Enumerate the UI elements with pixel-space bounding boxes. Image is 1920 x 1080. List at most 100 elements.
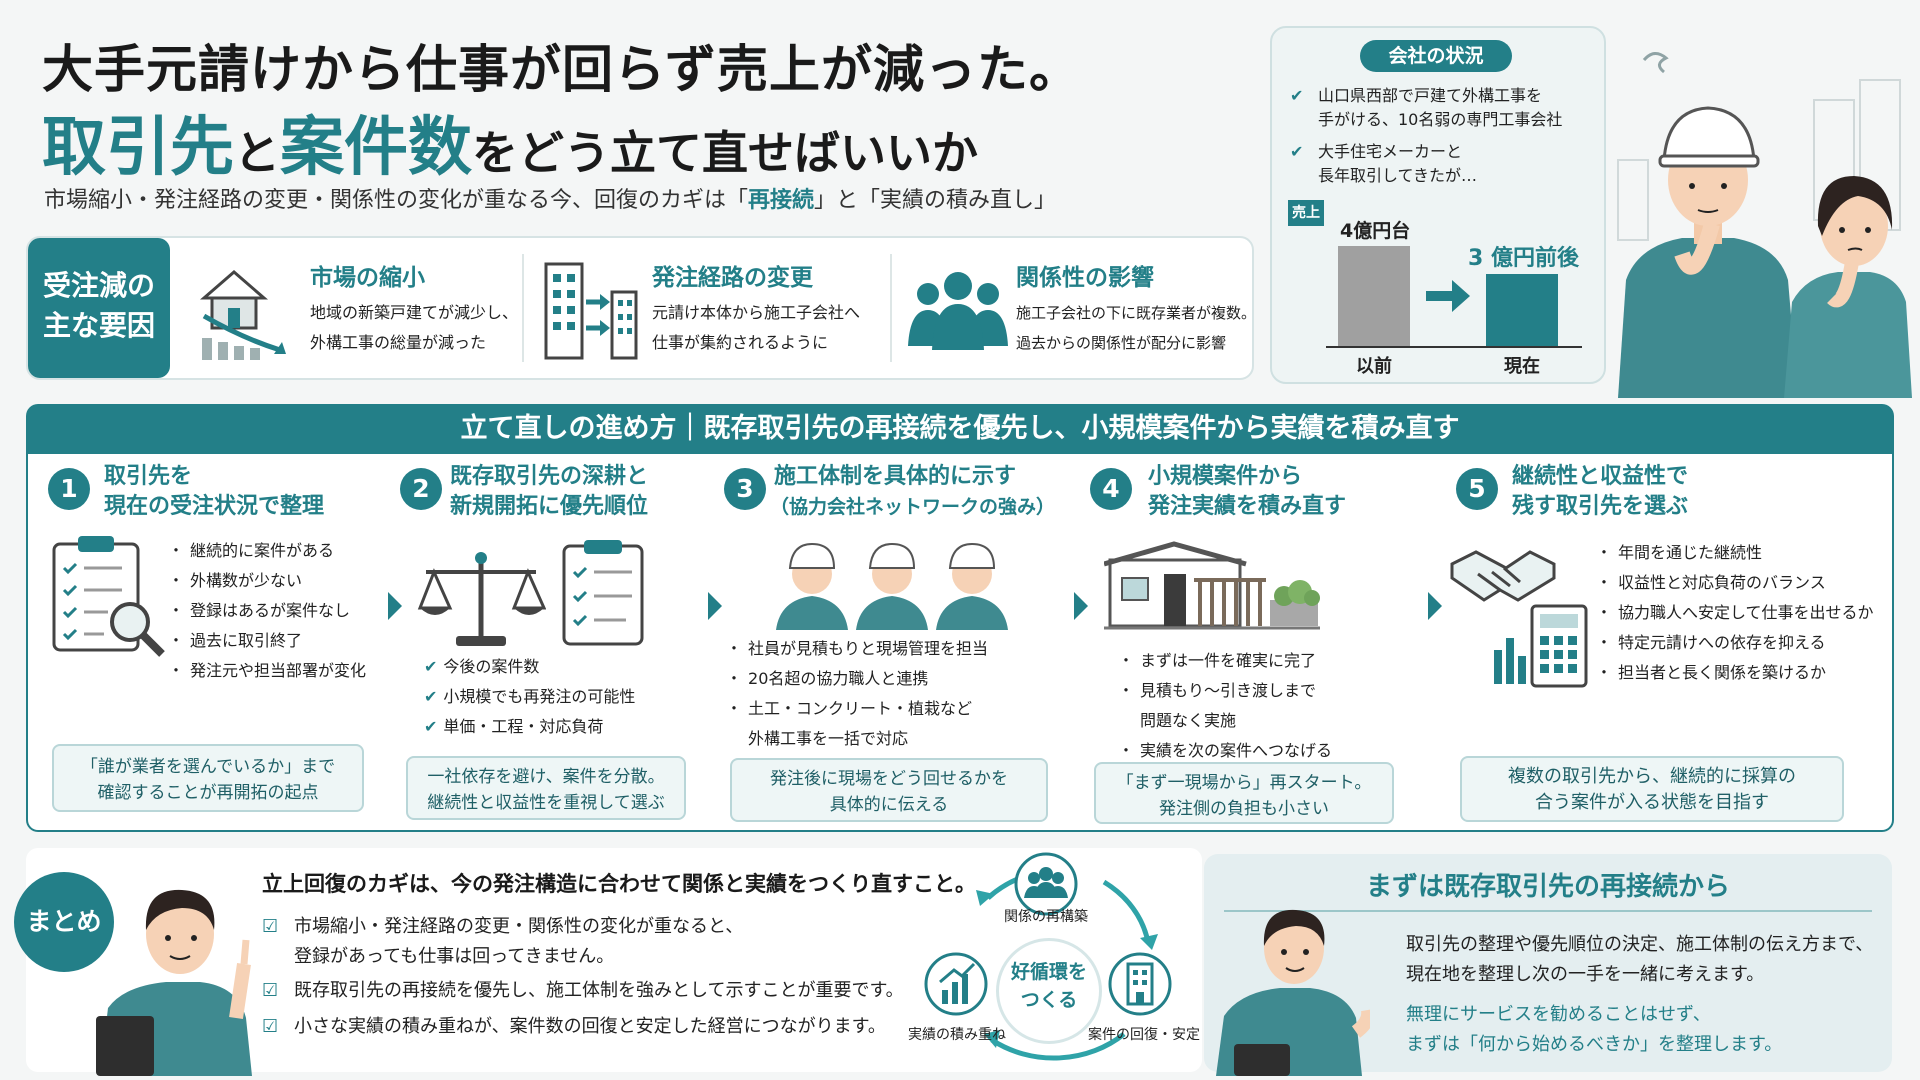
cta-line4: まずは「何から始めるべきか」を整理します。	[1406, 1034, 1783, 1055]
list-item: ・外構数が少ない	[168, 566, 366, 596]
list-item: ・ 20名超の協力職人と連携	[726, 664, 988, 694]
subtitle-before: 市場縮小・発注経路の変更・関係性の変化が重なる今、回復のカギは「	[44, 188, 749, 213]
bullet-dot: ・	[168, 571, 185, 590]
bullet-dot: ・	[1596, 663, 1613, 682]
factor-divider-2	[890, 254, 892, 362]
step1-bullet-list: ・継続的に案件がある・外構数が少ない・登録はあるが案件なし・過去に取引終了・発注…	[168, 536, 366, 686]
summary-headline: 立上回復のカギは、今の発注構造に合わせて関係と実績をつくり直すこと。	[262, 872, 976, 896]
step1-note-line1: 「誰が業者を選んでいるか」まで	[80, 757, 336, 777]
arrow-right-icon	[1426, 280, 1470, 312]
cycle-label-left: 実績の積み重ね	[908, 1027, 1006, 1043]
step4-number: 4	[1090, 468, 1132, 510]
status-item2-line2: 長年取引してきたが…	[1318, 166, 1478, 185]
list-item-text: 継続的に案件がある	[190, 541, 335, 560]
bullet-dot: ・	[168, 601, 185, 620]
status-item2-line1: 大手住宅メーカーと	[1318, 142, 1463, 161]
handshake-icon	[1450, 550, 1556, 602]
factor-relation-title: 関係性の影響	[1016, 265, 1154, 291]
list-item-text: 外構工事を一括で対応	[748, 729, 909, 748]
factor-market-line1: 地域の新築戸建てが減少し、	[310, 303, 519, 322]
list-item: ・発注元や担当部署が変化	[168, 656, 366, 686]
decline-factors-label-line1: 受注減の	[42, 269, 155, 302]
cycle-label-top: 関係の再構築	[1004, 909, 1088, 925]
summary-point1-line1: 市場縮小・発注経路の変更・関係性の変化が重なると、	[294, 916, 744, 937]
step4-bullet-list: ・まずは一件を確実に完了・見積もり～引き渡しまで・問題なく実施・実績を次の案件へ…	[1118, 646, 1332, 766]
check-icon: ✔	[424, 687, 438, 706]
step4-note: 「まず一現場から」再スタート。発注側の負担も小さい	[1094, 762, 1394, 824]
cta-line1: 取引先の整理や優先順位の決定、施工体制の伝え方まで、	[1406, 934, 1874, 955]
step1-note-line2: 確認することが再開拓の起点	[97, 783, 319, 803]
list-item-text: 小規模でも再発注の可能性	[443, 687, 636, 706]
step1-title-line2: 現在の受注状況で整理	[104, 494, 325, 519]
list-item-text: 過去に取引終了	[190, 631, 303, 650]
after-value: 3 億円前後	[1468, 246, 1579, 271]
chart-baseline	[1326, 346, 1582, 348]
step3-title-line1: 施工体制を具体的に示す	[774, 464, 1017, 489]
cycle-center-circle	[996, 938, 1102, 1044]
subtitle-emphasis: 再接続	[748, 188, 815, 213]
step4-title-line1: 小規模案件から	[1148, 464, 1303, 489]
list-item: ✔単価・工程・対応負荷	[424, 712, 635, 742]
step5-number: 5	[1456, 468, 1498, 510]
list-item: ✔ 小規模でも再発注の可能性	[424, 682, 635, 712]
list-item-text: 問題なく実施	[1140, 711, 1237, 730]
list-item-text: 20名超の協力職人と連携	[748, 669, 929, 688]
summary-point2: 既存取引先の再接続を優先し、施工体制を強みとして示すことが重要です。	[294, 980, 904, 1001]
step2-number: 2	[400, 468, 442, 510]
headline-line1: 大手元請けから仕事が回らず売上が減った。	[42, 41, 1081, 100]
cta-line3: 無理にサービスを勧めることはせず、	[1406, 1004, 1711, 1025]
before-value: 4億円台	[1340, 220, 1411, 242]
list-item-text: 今後の案件数	[443, 657, 540, 676]
step3-number: 3	[724, 468, 766, 510]
step-arrow-icon	[1428, 592, 1442, 620]
bullet-dot: ・	[726, 639, 743, 658]
decline-factors-label-line2: 主な要因	[42, 309, 155, 342]
bullet-dot: ・	[168, 631, 185, 650]
bullet-dot: ・	[726, 669, 743, 688]
bullet-dot: ・	[1118, 741, 1135, 760]
list-item-text: 見積もり～引き渡しまで	[1140, 681, 1317, 700]
step2-title-line1: 既存取引先の深耕と	[450, 464, 649, 489]
check-icon: ☑	[262, 980, 279, 1001]
virtuous-cycle-diagram	[924, 852, 1172, 1061]
step5-note-line1: 複数の取引先から、継続的に採算の	[1508, 766, 1796, 787]
headline-line2: 取引先と案件数をどう立て直せばいいか	[42, 96, 978, 188]
list-item: ・登録はあるが案件なし	[168, 596, 366, 626]
list-item: ・担当者と長く関係を築けるか	[1596, 658, 1874, 688]
cta-title: まずは既存取引先の再接続から	[1365, 872, 1730, 902]
list-item-text: 協力職人へ安定して仕事を出せるか	[1618, 603, 1874, 622]
bullet-dot: ・	[1596, 633, 1613, 652]
cta-divider	[1224, 910, 1872, 912]
list-item-text: 登録はあるが案件なし	[190, 601, 351, 620]
before-label: 以前	[1356, 356, 1392, 377]
factor-market-line2: 外構工事の総量が減った	[310, 333, 487, 352]
step5-title-line1: 継続性と収益性で	[1512, 464, 1689, 489]
process-title-bar: 立て直しの進め方｜既存取引先の再接続を優先し、小規模案件から実績を積み直す	[26, 404, 1894, 454]
list-item: ・収益性と対応負荷のバランス	[1596, 568, 1874, 598]
check-icon: ✔	[424, 657, 438, 676]
step-arrow-icon	[708, 592, 722, 620]
after-label: 現在	[1504, 356, 1540, 377]
step4-title-line2: 発注実績を積み直す	[1148, 494, 1347, 519]
list-item: ・見積もり～引き渡しまで	[1118, 676, 1332, 706]
list-item: ・社員が見積もりと現場管理を担当	[726, 634, 988, 664]
headline-connector: と	[234, 126, 280, 180]
step4-note-line2: 発注側の負担も小さい	[1159, 799, 1329, 819]
factor-divider-1	[522, 254, 524, 362]
step3-note-line2: 具体的に伝える	[829, 795, 949, 815]
bullet-dot: ・	[726, 699, 743, 718]
sales-bar-before	[1338, 246, 1410, 346]
headline-keyword-cases: 案件数	[280, 111, 472, 185]
cycle-label-right: 案件の回復・安定	[1088, 1027, 1200, 1043]
step1-note: 「誰が業者を選んでいるか」まで確認することが再開拓の起点	[52, 744, 364, 812]
list-item: ・実績を次の案件へつなげる	[1118, 736, 1332, 766]
check-icon: ☑	[262, 916, 279, 937]
step3-note-line1: 発注後に現場をどう回せるかを	[770, 769, 1008, 789]
step-arrow-icon	[1074, 592, 1088, 620]
list-item: ・問題なく実施	[1118, 706, 1332, 736]
sales-bar-after	[1486, 274, 1558, 346]
list-item-text: 発注元や担当部署が変化	[190, 661, 367, 680]
check-icon: ✔	[1290, 86, 1304, 105]
subtitle: 市場縮小・発注経路の変更・関係性の変化が重なる今、回復のカギは「再接続」と「実績…	[44, 182, 1056, 214]
